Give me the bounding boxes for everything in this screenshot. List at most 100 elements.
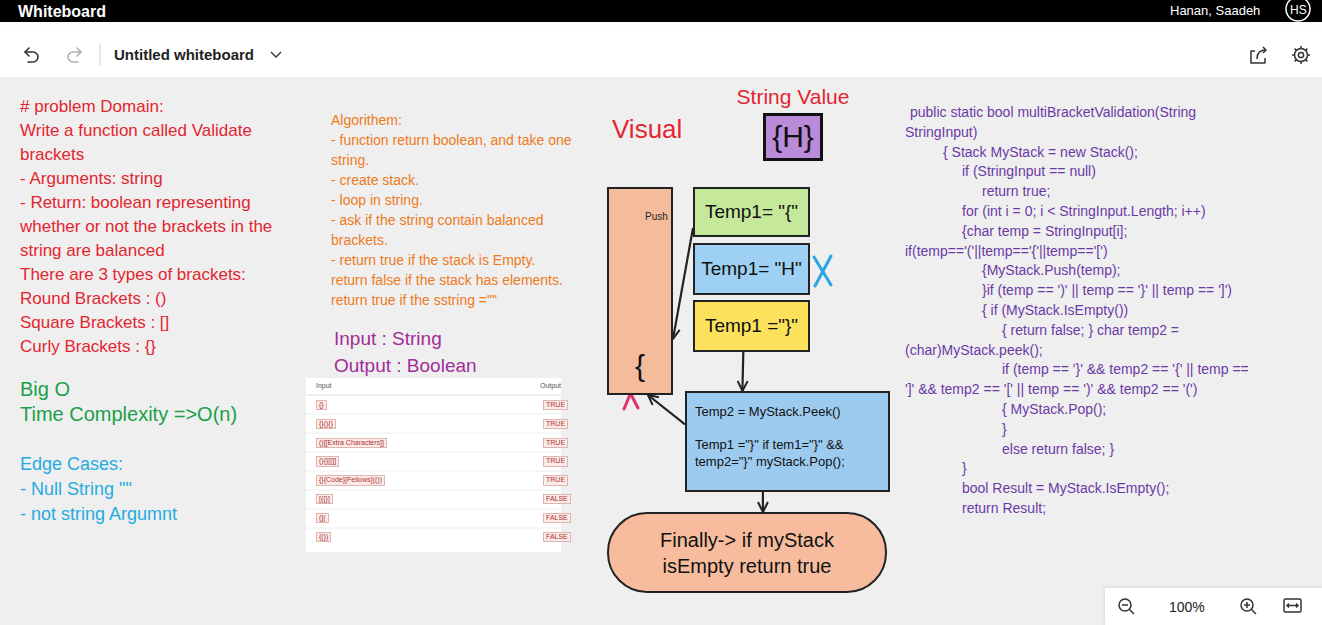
code-line: { if (MyStack.IsEmpty()) — [905, 301, 1257, 321]
table-cell: TRUE — [543, 419, 568, 429]
algorithm-step: - loop in string. — [331, 190, 603, 210]
table-cell: TRUE — [543, 400, 568, 410]
fit-screen-icon — [1284, 599, 1301, 612]
toolbar-separator — [100, 44, 101, 66]
node-text: Temp1 ="}" if tem1="}" && temp2="}" mySt… — [695, 436, 880, 470]
problem-note: There are 3 types of brackets: — [20, 263, 315, 287]
complexity-note: Big O — [20, 377, 300, 402]
table-cell: FALSE — [543, 513, 571, 523]
problem-note: Round Brackets : () — [20, 287, 315, 311]
process-box: Temp1= "H" — [693, 243, 810, 295]
cross-mark — [814, 256, 831, 286]
text-column: Edge Cases:- Null String ""- not string … — [20, 452, 300, 527]
table-cell: (]( — [316, 513, 329, 523]
problem-note: # problem Domain: — [20, 95, 315, 119]
edge-case-note: - Null String "" — [20, 477, 300, 502]
complexity-note: Time Complexity =>O(n) — [20, 402, 300, 427]
algorithm-step: - ask if the string contain balanced bra… — [331, 210, 603, 250]
problem-note: - Return: boolean representing whether o… — [20, 191, 315, 263]
settings-icon — [1292, 46, 1310, 64]
table-cell: [({}] — [316, 494, 333, 504]
code-line: for (int i = 0; i < StringInput.Length; … — [905, 202, 1257, 222]
algorithm-step: return false if the stack has elements. — [331, 270, 603, 290]
section-heading: Visual — [612, 114, 682, 145]
node-text: Temp1= "{" — [705, 201, 798, 223]
code-line: { Stack MyStack = new Stack(); — [905, 143, 1257, 163]
zoom-in-icon — [1241, 599, 1256, 614]
code-line: else return false; } — [905, 440, 1257, 460]
table-cell: TRUE — [543, 438, 568, 448]
table-cell: {}(){} — [316, 419, 336, 429]
terminal-box: Finally-> if myStack isEmpty return true — [607, 512, 887, 593]
code-line: } — [905, 420, 1257, 440]
table-cell: {} — [316, 400, 327, 410]
code-line: {char temp = StringInput[i]; if(temp=='(… — [905, 222, 1257, 262]
table-header: Input — [316, 382, 332, 390]
code-line: return true; — [905, 182, 1257, 202]
connector-arrow — [648, 395, 685, 424]
app-title: Whiteboard — [18, 2, 106, 21]
zoom-panel — [1105, 588, 1322, 625]
problem-note: - Arguments: string — [20, 167, 315, 191]
text-column: Big OTime Complexity =>O(n) — [20, 377, 300, 427]
app-top-bar — [0, 0, 1322, 22]
code-line: return Result; — [905, 499, 1257, 519]
value-box: {H} — [763, 113, 823, 161]
code-line: {MyStack.Push(temp); — [905, 261, 1257, 281]
table-cell: TRUE — [543, 475, 568, 485]
algorithm-step: - create stack. — [331, 170, 603, 190]
node-text: Finally-> if myStack isEmpty return true — [627, 527, 867, 579]
algorithm-step: - return true if the stack is Empty. — [331, 250, 603, 270]
table-cell: {}{Code}[Fellows](()) — [316, 475, 385, 485]
process-box: Temp1= "{" — [693, 187, 810, 237]
user-name: Hanan, Saadeh — [1170, 3, 1260, 19]
process-box: Temp1 ="}" — [693, 300, 810, 352]
table-cell: {(}) — [316, 532, 331, 542]
redo-icon — [68, 48, 81, 62]
connector-arrow — [762, 492, 764, 512]
problem-note: Curly Brackets : {} — [20, 335, 315, 359]
code-line: }if (temp == ')' || temp == '}' || temp … — [905, 281, 1257, 301]
examples-table-ground — [306, 378, 561, 552]
text-column: public static bool multiBracketValidatio… — [905, 103, 1257, 519]
node-heading: String Value — [733, 84, 853, 110]
table-cell: (){}[[]] — [316, 456, 339, 466]
code-line: { return false; } char temp2 = (char)MyS… — [905, 321, 1257, 361]
text-column: Input : StringOutput : Boolean — [334, 325, 534, 379]
io-note: Output : Boolean — [334, 352, 534, 379]
connector-arrow — [673, 228, 693, 339]
document-title: Untitled whiteboard — [114, 46, 254, 64]
table-header: Output — [540, 382, 561, 390]
string-value-node: String Value {H} — [733, 84, 853, 161]
node-text: { — [635, 349, 645, 383]
process-box: Temp2 = MyStack.Peek() Temp1 ="}" if tem1… — [685, 391, 890, 492]
table-cell: FALSE — [543, 494, 571, 504]
algorithm-step: return true if the sstring ="" — [331, 290, 603, 310]
node-text: {H} — [772, 118, 814, 156]
problem-note: Write a function called Validate bracket… — [20, 119, 315, 167]
code-line: public static bool multiBracketValidatio… — [905, 103, 1257, 143]
code-line: { MyStack.Pop(); — [905, 400, 1257, 420]
share-icon — [1251, 47, 1266, 63]
chevron-icon — [271, 52, 281, 57]
node-text: Temp1 ="}" — [705, 315, 798, 337]
user-avatar-ring — [1286, 0, 1310, 21]
user-initials: HS — [1290, 3, 1307, 17]
code-line: } — [905, 459, 1257, 479]
edge-case-note: Edge Cases: — [20, 452, 300, 477]
node-text: Temp2 = MyStack.Peek() — [695, 403, 841, 420]
zoom-level: 100% — [1169, 599, 1205, 616]
edge-case-note: - not string Argumnt — [20, 502, 300, 527]
text-column: Algorithem:- function return boolean, an… — [331, 110, 603, 310]
code-line: if (temp == '}' && temp2 == '{' || temp … — [905, 360, 1257, 400]
algorithm-step: Algorithem: — [331, 110, 603, 130]
connector-arrow — [741, 352, 744, 391]
table-cell: TRUE — [543, 456, 568, 466]
code-line: bool Result = MyStack.IsEmpty(); — [905, 479, 1257, 499]
edge-label: Push — [644, 211, 669, 223]
io-note: Input : String — [334, 325, 534, 352]
problem-note: Square Brackets : [] — [20, 311, 315, 335]
table-cell: ()[[Extra Characters]] — [316, 438, 387, 448]
table-cell: FALSE — [543, 532, 571, 542]
algorithm-step: - function return boolean, and take one … — [331, 130, 603, 170]
